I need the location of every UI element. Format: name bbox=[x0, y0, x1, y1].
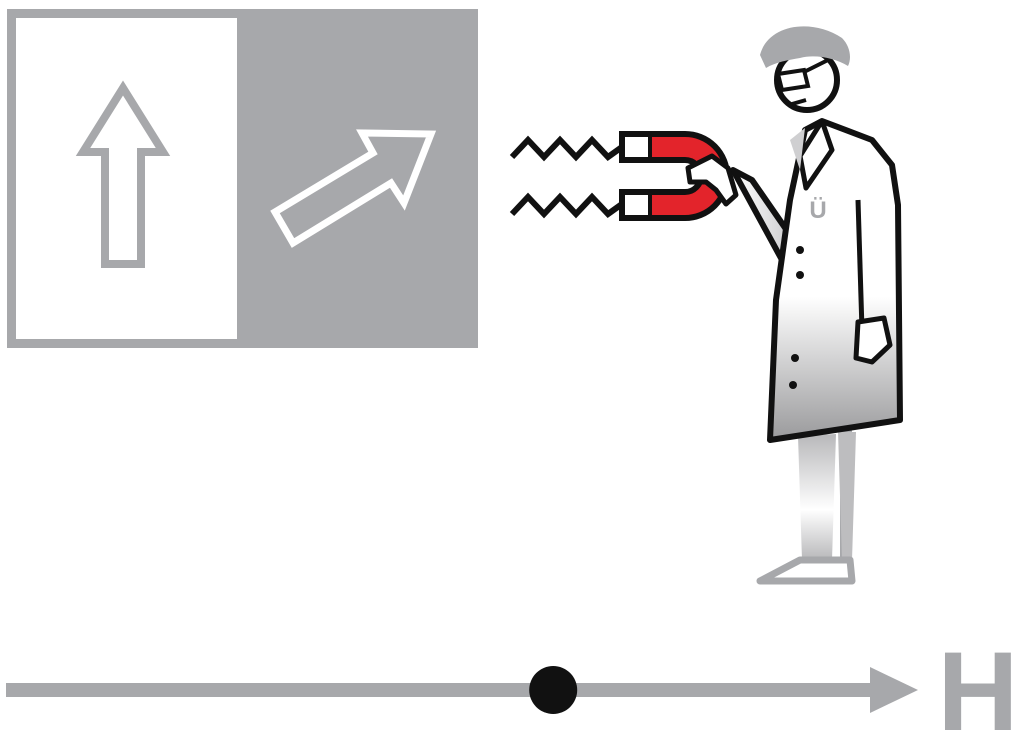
upper-wave bbox=[512, 140, 622, 157]
scientist-left-leg bbox=[798, 434, 836, 560]
lower-wave bbox=[512, 197, 622, 214]
domains-box bbox=[7, 9, 478, 348]
scientist-glasses-icon bbox=[778, 70, 808, 90]
magnet-lower-tip bbox=[622, 192, 650, 218]
field-axis-arrowhead bbox=[870, 667, 918, 713]
coat-badge: Ü bbox=[809, 197, 826, 224]
lab-coat bbox=[770, 121, 900, 440]
scientist-arm bbox=[733, 170, 788, 260]
coat-button bbox=[789, 381, 797, 389]
scientist-shoe bbox=[760, 560, 852, 581]
coat-button bbox=[796, 271, 804, 279]
field-axis: H bbox=[6, 629, 1017, 737]
field-axis-marker bbox=[529, 666, 577, 714]
magnet-upper-tip bbox=[622, 134, 650, 160]
field-axis-label: H bbox=[938, 629, 1017, 737]
coat-button bbox=[796, 246, 804, 254]
scientist: Ü bbox=[688, 26, 900, 581]
coat-button bbox=[791, 354, 799, 362]
field-waves bbox=[512, 140, 622, 214]
